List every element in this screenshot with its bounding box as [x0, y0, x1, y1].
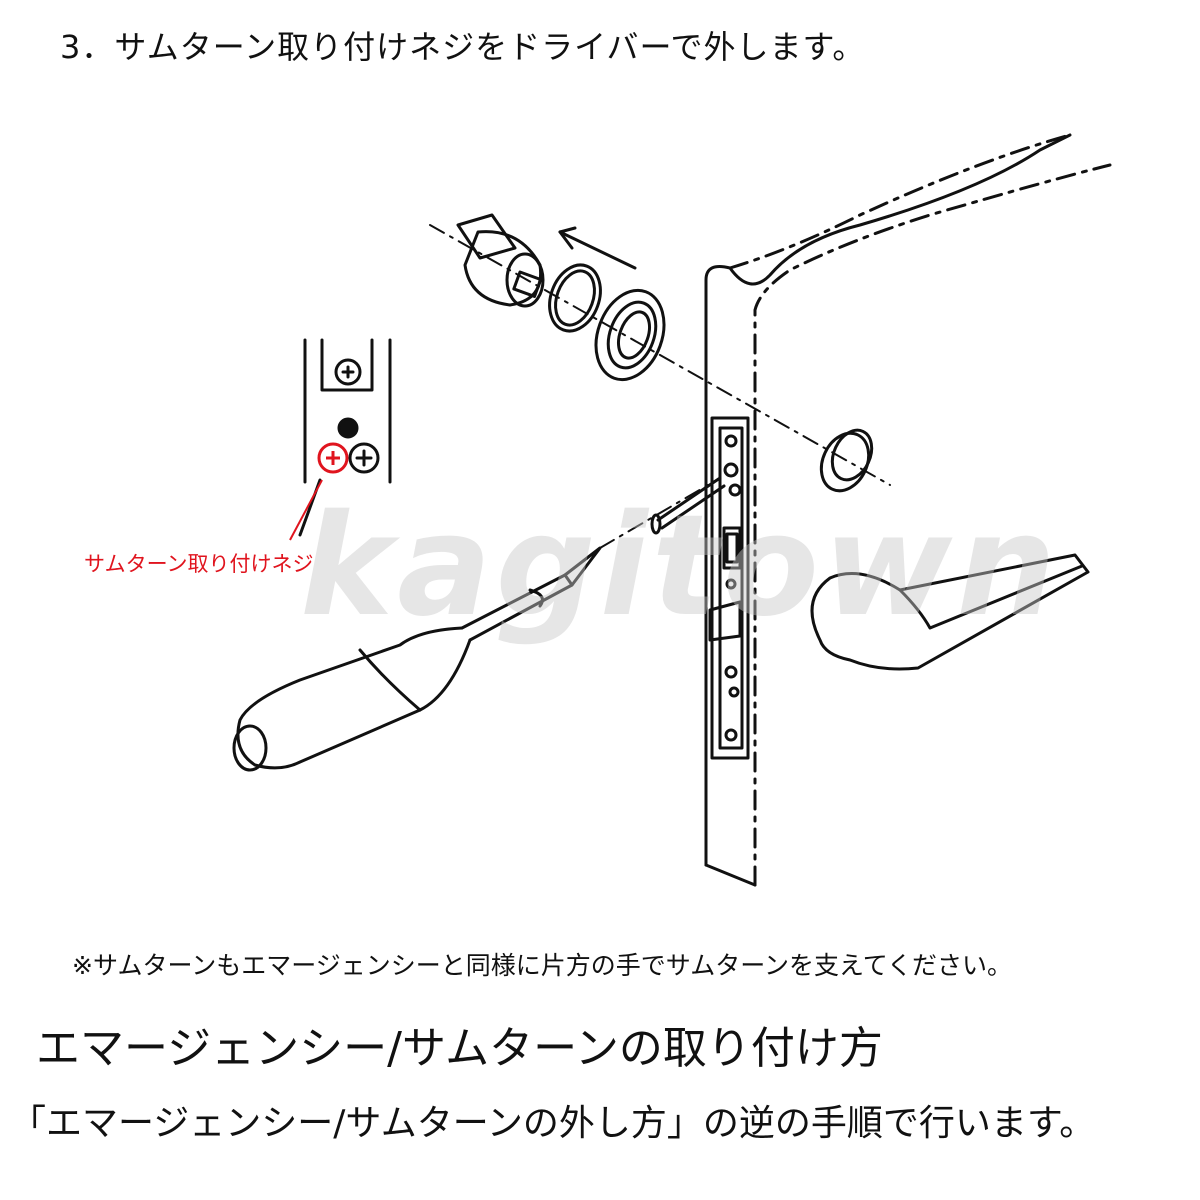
thumbturn-screw — [650, 476, 726, 535]
section-title: エマージェンシー/サムターンの取り付け方 — [36, 1023, 883, 1074]
step-title: 3．サムターン取り付けネジをドライバーで外します。 — [60, 28, 866, 66]
removal-arrow — [558, 226, 637, 270]
lock-faceplate — [708, 416, 750, 760]
section-body: 「エマージェンシー/サムターンの外し方」の逆の手順で行います。 — [10, 1103, 1096, 1144]
inset-detail — [298, 338, 392, 537]
door-slab — [704, 133, 1112, 887]
callout-label: サムターン取り付けネジ — [84, 552, 314, 576]
thumbturn-assembly — [456, 213, 666, 382]
screwdriver — [232, 546, 602, 772]
note-text: ※サムターンもエマージェンシーと同様に片方の手でサムターンを支えてください。 — [72, 951, 1012, 980]
lever-handle — [810, 553, 1090, 671]
watermark: kagitown — [300, 485, 1060, 648]
highlighted-screw — [289, 442, 349, 541]
